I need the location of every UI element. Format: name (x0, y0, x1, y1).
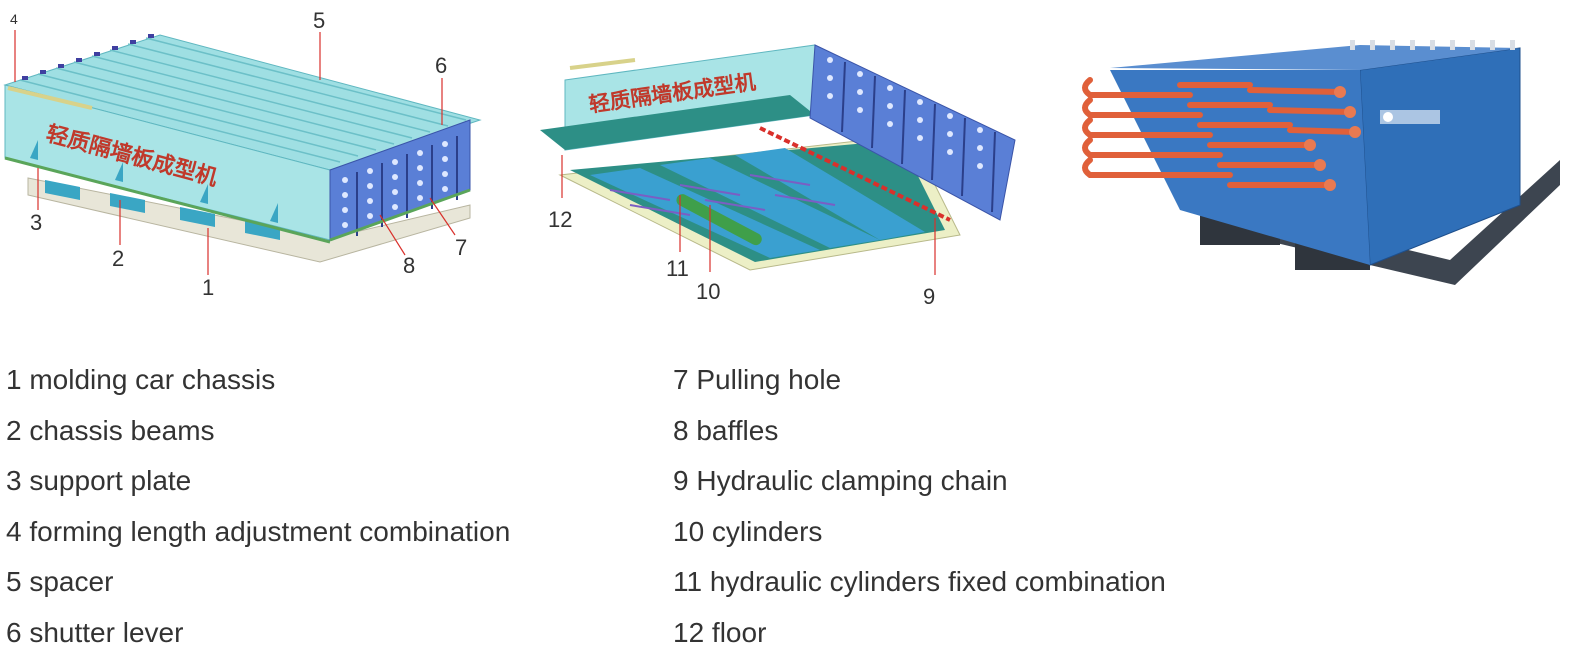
machine-photo-illustration (1070, 0, 1569, 310)
legend-item: 9 Hydraulic clamping chain (673, 456, 1166, 507)
callout-12: 12 (548, 207, 572, 232)
new-material-logo (1380, 110, 1440, 124)
callout-5: 5 (313, 8, 325, 33)
legend-item: 8 baffles (673, 406, 1166, 457)
callout-11: 11 (666, 256, 689, 281)
panel-adjustment-bar (570, 60, 635, 68)
machine-open-illustration: 轻质隔墙板成型机 12 11 10 9 (530, 0, 1030, 310)
callout-8: 8 (403, 253, 415, 278)
legend-right-column: 7 Pulling hole 8 baffles 9 Hydraulic cla… (673, 355, 1166, 658)
callout-3: 3 (30, 210, 42, 235)
legend-item: 6 shutter lever (6, 608, 510, 658)
legend-item: 5 spacer (6, 557, 510, 608)
legend-left-column: 1 molding car chassis 2 chassis beams 3 … (6, 355, 510, 658)
legend-item: 7 Pulling hole (673, 355, 1166, 406)
callout-9: 9 (923, 284, 935, 309)
photo-forming-machine (1070, 0, 1569, 310)
callout-4: 4 (10, 11, 18, 27)
photo-top-studs (1350, 40, 1515, 50)
diagram-forming-machine-closed: 轻质隔墙板成型机 4 5 6 7 8 3 2 1 (0, 0, 500, 310)
legend-item: 4 forming length adjustment combination (6, 507, 510, 558)
machine-closed-illustration: 轻质隔墙板成型机 4 5 6 7 8 3 2 1 (0, 0, 500, 310)
callout-2: 2 (112, 246, 124, 271)
callout-7: 7 (455, 235, 467, 260)
callout-10: 10 (696, 279, 720, 304)
legend-item: 12 floor (673, 608, 1166, 658)
legend-item: 1 molding car chassis (6, 355, 510, 406)
legend-item: 2 chassis beams (6, 406, 510, 457)
legend-item: 3 support plate (6, 456, 510, 507)
legend-item: 10 cylinders (673, 507, 1166, 558)
callout-1: 1 (202, 275, 214, 300)
legend-item: 11 hydraulic cylinders fixed combination (673, 557, 1166, 608)
callout-6: 6 (435, 53, 447, 78)
diagram-forming-machine-open: 轻质隔墙板成型机 12 11 10 9 (530, 0, 1030, 310)
